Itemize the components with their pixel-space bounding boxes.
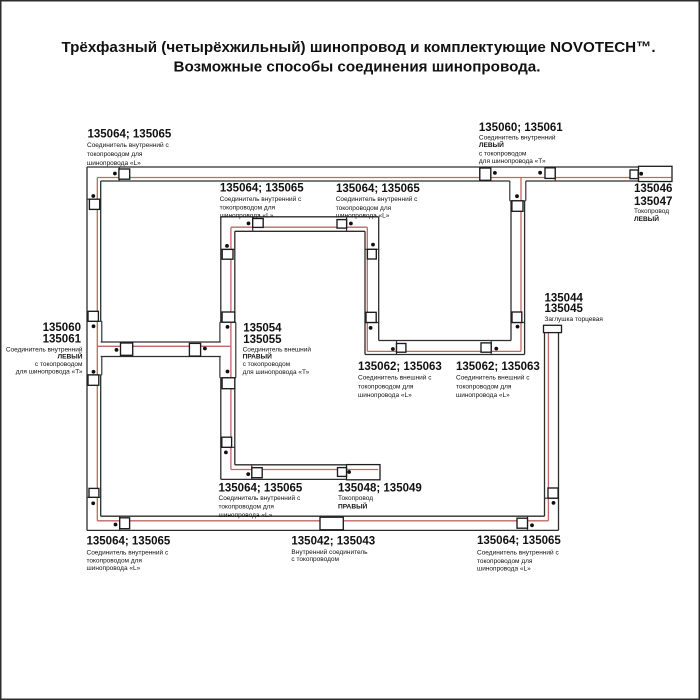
svg-text:шинопровода «L»: шинопровода «L» bbox=[336, 212, 390, 219]
svg-text:ЛЕВЫЙ: ЛЕВЫЙ bbox=[634, 214, 659, 223]
svg-text:ПРАВЫЙ: ПРАВЫЙ bbox=[338, 502, 368, 511]
svg-text:135064; 135065: 135064; 135065 bbox=[87, 535, 171, 547]
svg-text:135064; 135065: 135064; 135065 bbox=[219, 482, 303, 494]
svg-text:135055: 135055 bbox=[243, 334, 282, 346]
svg-text:шинопровода «L»: шинопровода «L» bbox=[358, 392, 412, 399]
svg-text:шинопровода «L»: шинопровода «L» bbox=[477, 565, 531, 572]
svg-text:ЛЕВЫЙ: ЛЕВЫЙ bbox=[58, 352, 83, 361]
svg-text:токопроводом для: токопроводом для bbox=[358, 383, 414, 390]
svg-text:для шинопровода «Т»: для шинопровода «Т» bbox=[243, 369, 310, 376]
svg-text:Соединитель внутренний с: Соединитель внутренний с bbox=[477, 549, 559, 557]
svg-text:135046: 135046 bbox=[634, 183, 672, 195]
svg-text:Соединитель внутренний с: Соединитель внутренний с bbox=[336, 195, 418, 203]
svg-text:Соединитель внутренний с: Соединитель внутренний с bbox=[87, 141, 169, 149]
svg-text:шинопровода «L»: шинопровода «L» bbox=[220, 213, 274, 220]
svg-text:135048; 135049: 135048; 135049 bbox=[338, 482, 422, 494]
svg-text:ЛЕВЫЙ: ЛЕВЫЙ bbox=[479, 140, 504, 149]
svg-text:135064; 135065: 135064; 135065 bbox=[220, 182, 304, 194]
svg-text:для шинопровода «Т»: для шинопровода «Т» bbox=[16, 369, 83, 376]
svg-text:Возможные способы соединения ш: Возможные способы соединения шинопровода… bbox=[174, 59, 541, 76]
svg-text:Заглушка торцевая: Заглушка торцевая bbox=[545, 316, 604, 323]
svg-text:Токопровод: Токопровод bbox=[634, 208, 669, 215]
svg-text:Внутренний соединитель: Внутренний соединитель bbox=[291, 548, 368, 556]
svg-text:с токопроводом: с токопроводом bbox=[479, 150, 527, 157]
svg-text:135060: 135060 bbox=[43, 322, 81, 334]
svg-text:токопроводом для: токопроводом для bbox=[336, 205, 392, 212]
svg-text:Соединитель внешний с: Соединитель внешний с bbox=[358, 374, 432, 382]
svg-text:Трёхфазный (четырёхжильный) ши: Трёхфазный (четырёхжильный) шинопровод и… bbox=[61, 39, 655, 56]
svg-text:135064; 135065: 135064; 135065 bbox=[477, 535, 561, 547]
svg-text:Соединитель внешний: Соединитель внешний bbox=[243, 345, 312, 353]
svg-text:с токопроводом: с токопроводом bbox=[35, 361, 83, 368]
svg-text:135054: 135054 bbox=[243, 322, 282, 334]
svg-text:135062; 135063: 135062; 135063 bbox=[456, 361, 540, 373]
svg-text:Соединитель внутренний: Соединитель внутренний bbox=[479, 134, 556, 142]
svg-text:токопроводом для: токопроводом для bbox=[219, 504, 275, 511]
svg-text:Соединитель внутренний с: Соединитель внутренний с bbox=[220, 195, 302, 203]
svg-text:Соединитель внутренний: Соединитель внутренний bbox=[6, 346, 83, 354]
svg-text:шинопровода «L»: шинопровода «L» bbox=[456, 392, 510, 399]
svg-text:135064; 135065: 135064; 135065 bbox=[336, 183, 420, 195]
svg-text:токопроводом для: токопроводом для bbox=[87, 558, 143, 565]
svg-text:Токопровод: Токопровод bbox=[338, 495, 373, 502]
svg-text:135044: 135044 bbox=[545, 293, 584, 305]
svg-text:для шинопровода «Т»: для шинопровода «Т» bbox=[479, 158, 546, 165]
svg-text:135061: 135061 bbox=[43, 334, 82, 346]
svg-text:токопроводом для: токопроводом для bbox=[220, 204, 276, 211]
svg-text:135045: 135045 bbox=[545, 303, 584, 315]
svg-text:135047: 135047 bbox=[634, 196, 672, 208]
svg-text:шинопровода «L»: шинопровода «L» bbox=[219, 512, 273, 519]
svg-text:ПРАВЫЙ: ПРАВЫЙ bbox=[243, 351, 273, 360]
svg-text:с токопроводом: с токопроводом bbox=[243, 361, 291, 368]
svg-text:токопроводом для: токопроводом для bbox=[87, 151, 143, 158]
svg-text:135042; 135043: 135042; 135043 bbox=[291, 536, 375, 548]
svg-text:шинопровода «L»: шинопровода «L» bbox=[87, 160, 141, 167]
svg-text:шинопровода «L»: шинопровода «L» bbox=[87, 565, 141, 572]
svg-text:токопроводом для: токопроводом для bbox=[477, 558, 533, 565]
svg-text:Соединитель внешний с: Соединитель внешний с bbox=[456, 374, 530, 382]
svg-text:135064; 135065: 135064; 135065 bbox=[88, 128, 172, 140]
svg-text:Соединитель внутренний с: Соединитель внутренний с bbox=[87, 548, 169, 556]
svg-text:с токопроводом: с токопроводом bbox=[291, 556, 339, 563]
svg-text:Соединитель внутренний с: Соединитель внутренний с bbox=[219, 494, 301, 502]
svg-text:135062; 135063: 135062; 135063 bbox=[358, 361, 442, 373]
svg-text:135060; 135061: 135060; 135061 bbox=[479, 122, 563, 134]
svg-text:токопроводом для: токопроводом для bbox=[456, 383, 512, 390]
